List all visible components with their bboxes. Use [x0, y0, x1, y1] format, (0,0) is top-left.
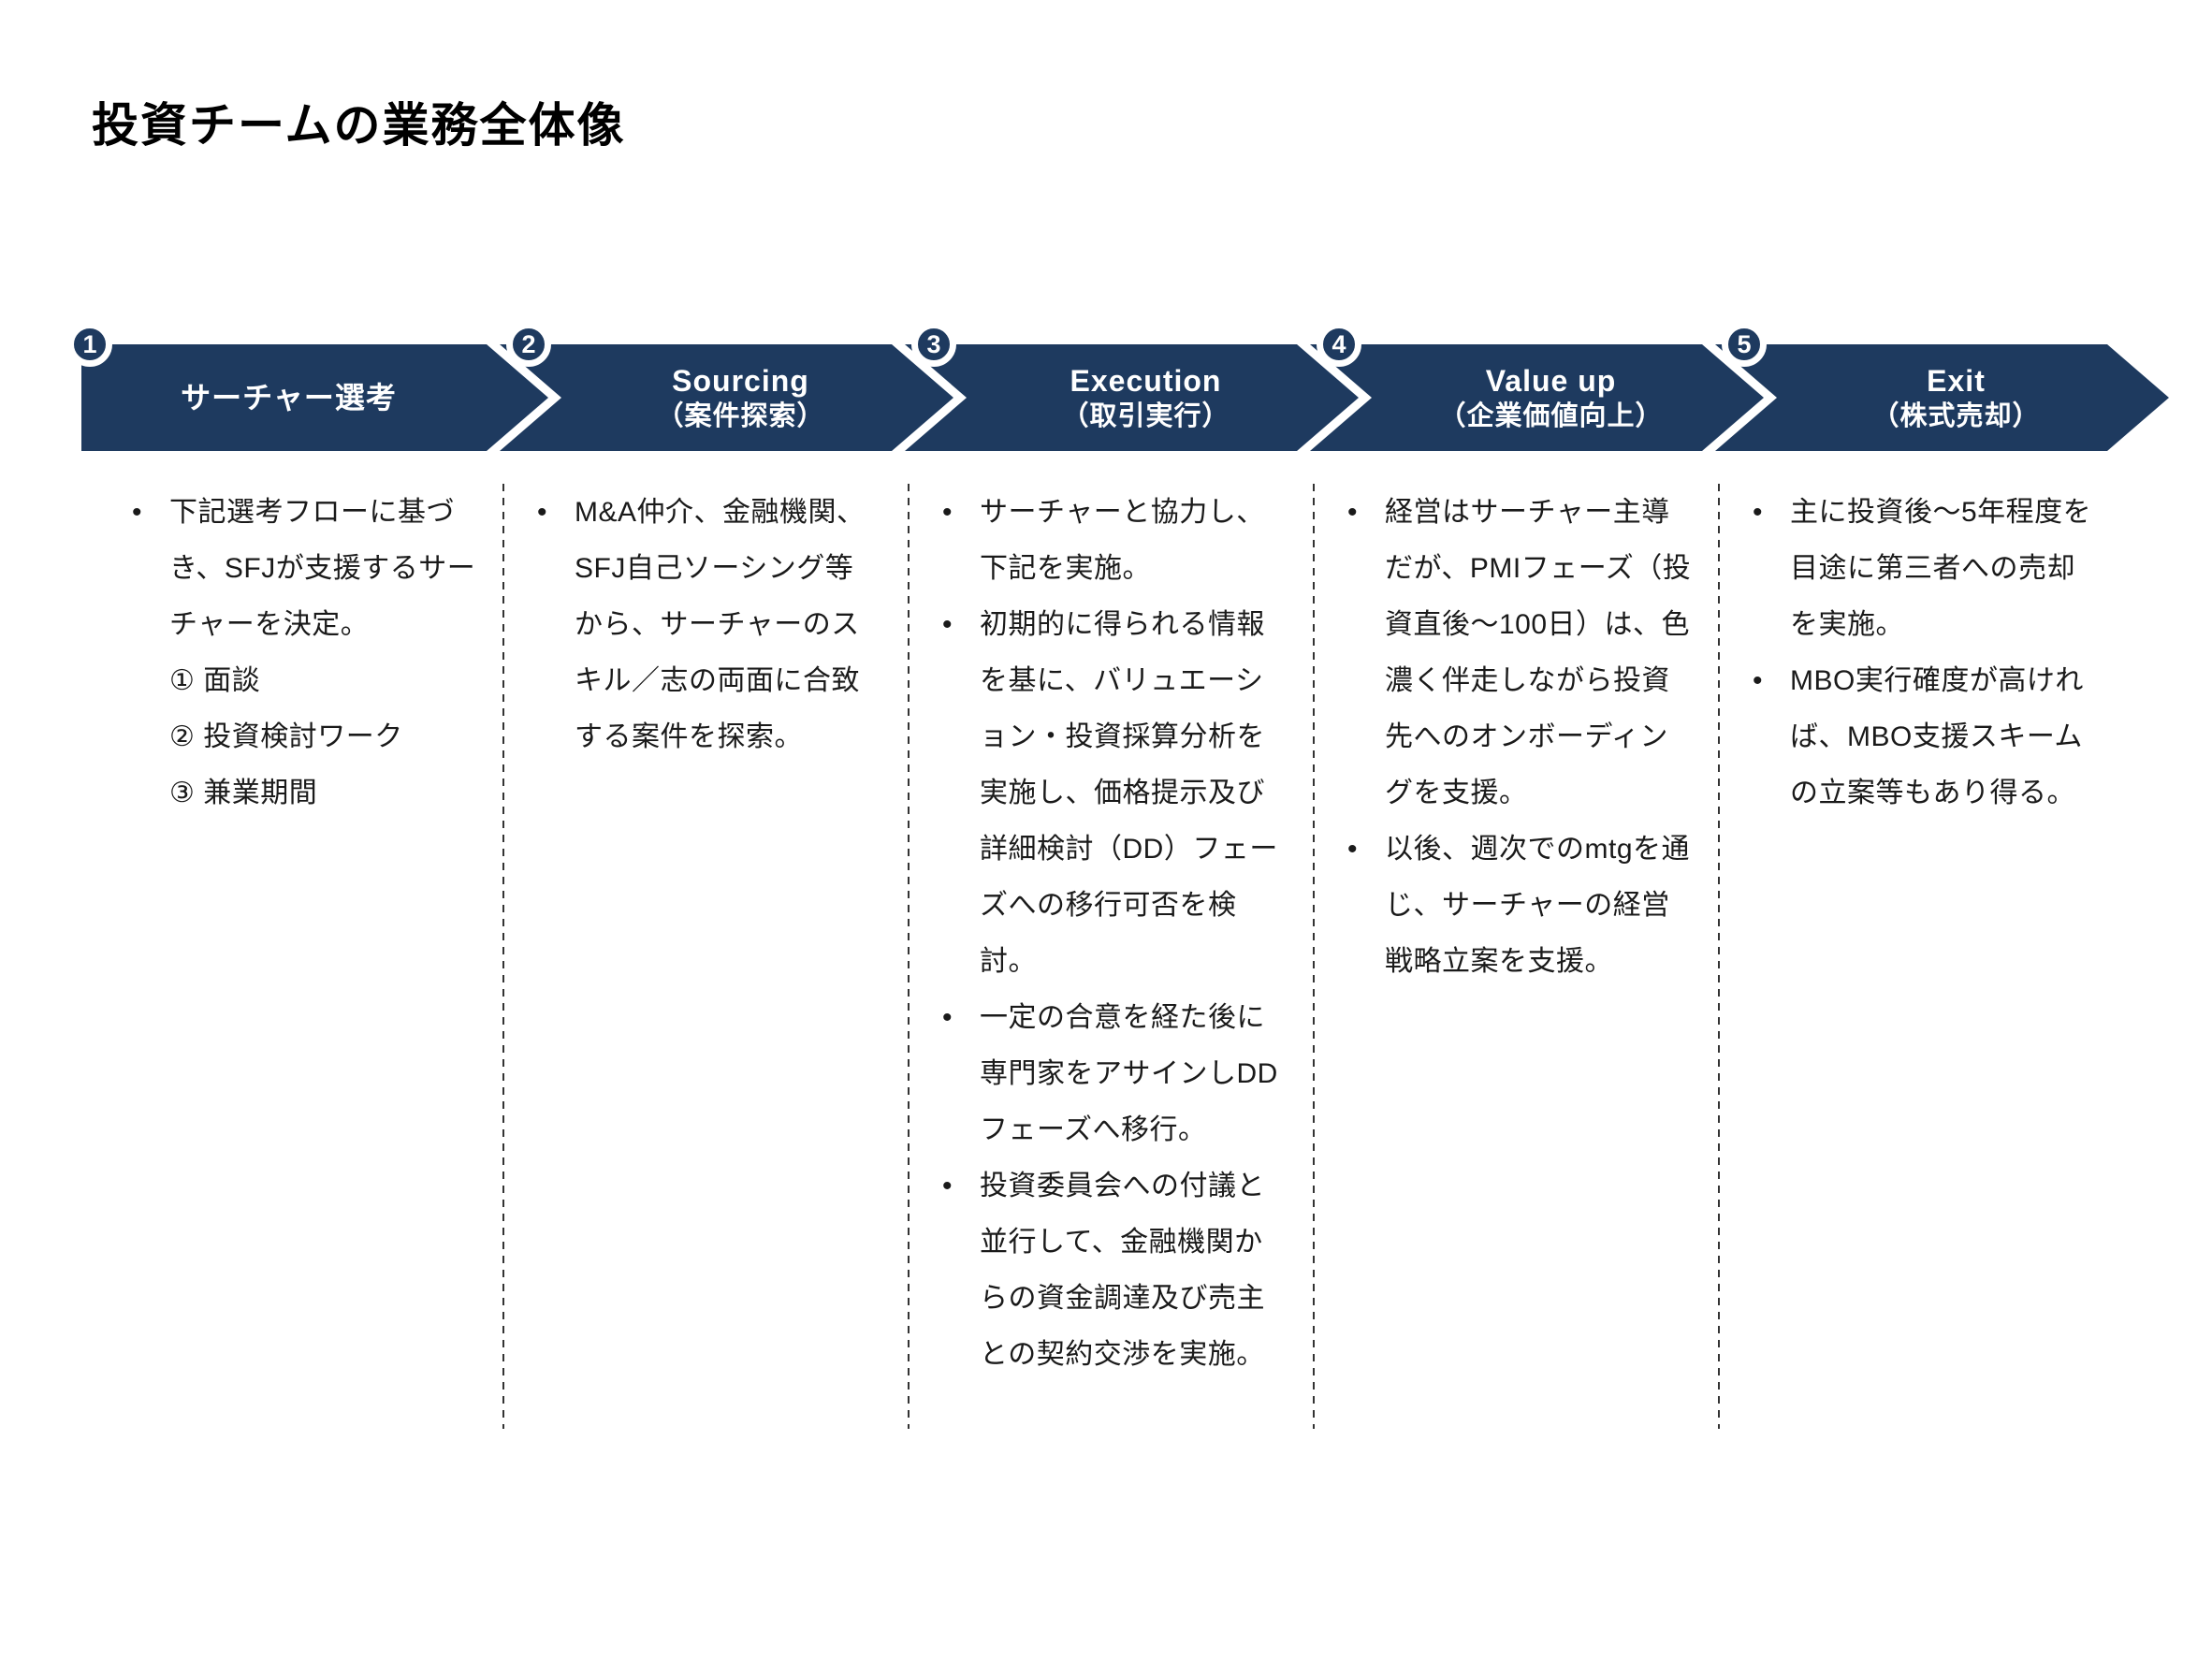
bullet-dot: •	[1347, 834, 1358, 865]
phase-subtitle-5: （株式売却）	[1871, 400, 2041, 431]
phase-badge-2: 2	[506, 322, 551, 367]
bullet-item: • 投資委員会への付議と並行して、金融機関からの資金調達及び売主との契約交渉を実…	[939, 1158, 1287, 1383]
bullet-dot: •	[942, 1171, 953, 1201]
phase-badge-5: 5	[1722, 322, 1767, 367]
phase-subtitle-3: （取引実行）	[1061, 400, 1230, 431]
phase-chevron-4: Value up （企業価値向上）	[1310, 344, 1764, 451]
bullet-dot: •	[942, 609, 953, 640]
phase-title-1: サーチャー選考	[181, 381, 397, 415]
bullet-text: 経営はサーチャー主導だが、PMIフェーズ（投資直後～100日）は、色濃く伴走しな…	[1385, 497, 1692, 808]
phase-title-3: Execution	[1070, 363, 1222, 398]
bullet-item: • 経営はサーチャー主導だが、PMIフェーズ（投資直後～100日）は、色濃く伴走…	[1344, 485, 1692, 822]
bullet-item: • MBO実行確度が高ければ、MBO支援スキームの立案等もあり得る。	[1749, 653, 2097, 822]
phase-column-2: • M&A仲介、金融機関、SFJ自己ソーシング等から、サーチャーのスキル／志の両…	[533, 485, 881, 765]
bullet-text: 主に投資後～5年程度を目途に第三者への売却を実施。	[1790, 497, 2092, 640]
phase-column-1: • 下記選考フローに基づき、SFJが支援するサーチャーを決定。 ① 面談 ② 投…	[128, 485, 476, 822]
bullet-text: 初期的に得られる情報を基に、バリュエーション・投資採算分析を実施し、価格提示及び…	[980, 609, 1278, 977]
bullet-dot: •	[1753, 665, 1763, 696]
bullet-text: 投資委員会への付議と並行して、金融機関からの資金調達及び売主との契約交渉を実施。	[980, 1171, 1265, 1370]
bullet-dot: •	[942, 497, 953, 528]
bullet-text: 以後、週次でのmtgを通じ、サーチャーの経営戦略立案を支援。	[1385, 834, 1691, 977]
phase-subtitle-2: （案件探索）	[656, 400, 825, 431]
bullet-text: 下記選考フローに基づき、SFJが支援するサーチャーを決定。 ① 面談 ② 投資検…	[169, 497, 476, 808]
phase-badge-3: 3	[911, 322, 956, 367]
bullet-item: • 初期的に得られる情報を基に、バリュエーション・投資採算分析を実施し、価格提示…	[939, 597, 1287, 990]
phase-subtitle-4: （企業価値向上）	[1438, 400, 1664, 431]
phase-column-5: • 主に投資後～5年程度を目途に第三者への売却を実施。 • MBO実行確度が高け…	[1749, 485, 2097, 822]
bullet-item: • 下記選考フローに基づき、SFJが支援するサーチャーを決定。 ① 面談 ② 投…	[128, 485, 476, 822]
bullet-dot: •	[1347, 497, 1358, 528]
column-divider-2	[908, 484, 910, 1429]
page-title: 投資チームの業務全体像	[92, 99, 626, 152]
bullet-text: サーチャーと協力し、下記を実施。	[980, 497, 1265, 584]
phase-chevron-5: Exit （株式売却）	[1715, 344, 2169, 451]
bullet-dot: •	[1753, 497, 1763, 528]
bullet-text: M&A仲介、金融機関、SFJ自己ソーシング等から、サーチャーのスキル／志の両面に…	[575, 497, 866, 752]
phase-column-3: • サーチャーと協力し、下記を実施。 • 初期的に得られる情報を基に、バリュエー…	[939, 485, 1287, 1383]
bullet-text: 一定の合意を経た後に専門家をアサインしDDフェーズへ移行。	[980, 1002, 1278, 1145]
phase-chevron-2: Sourcing （案件探索）	[500, 344, 953, 451]
bullet-item: • サーチャーと協力し、下記を実施。	[939, 485, 1287, 597]
bullet-dot: •	[537, 497, 547, 528]
bullet-dot: •	[942, 1002, 953, 1033]
phase-badge-4: 4	[1317, 322, 1361, 367]
bullet-dot: •	[132, 497, 142, 528]
column-divider-4	[1718, 484, 1720, 1429]
phase-chevron-1: サーチャー選考	[81, 344, 548, 451]
phase-title-4: Value up	[1485, 363, 1617, 398]
phase-title-5: Exit	[1927, 363, 1986, 398]
bullet-item: • 一定の合意を経た後に専門家をアサインしDDフェーズへ移行。	[939, 990, 1287, 1158]
phase-chevron-3: Execution （取引実行）	[905, 344, 1359, 451]
phase-title-2: Sourcing	[672, 363, 809, 398]
bullet-item: • 以後、週次でのmtgを通じ、サーチャーの経営戦略立案を支援。	[1344, 822, 1692, 990]
column-divider-3	[1313, 484, 1315, 1429]
bullet-item: • M&A仲介、金融機関、SFJ自己ソーシング等から、サーチャーのスキル／志の両…	[533, 485, 881, 765]
process-band: サーチャー選考 Sourcing （案件探索） Execution （取引実行）…	[67, 322, 2187, 451]
bullet-item: • 主に投資後～5年程度を目途に第三者への売却を実施。	[1749, 485, 2097, 653]
column-divider-1	[502, 484, 504, 1429]
phase-badge-1: 1	[67, 322, 112, 367]
phase-column-4: • 経営はサーチャー主導だが、PMIフェーズ（投資直後～100日）は、色濃く伴走…	[1344, 485, 1692, 990]
bullet-text: MBO実行確度が高ければ、MBO支援スキームの立案等もあり得る。	[1790, 665, 2084, 808]
